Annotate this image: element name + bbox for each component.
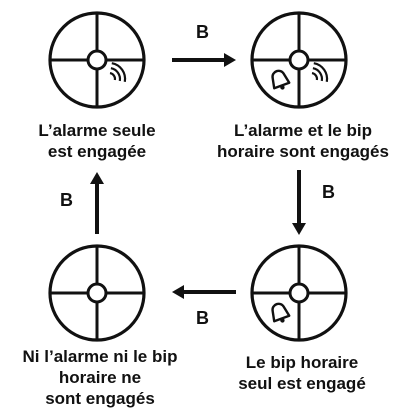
transition-arrow-head <box>90 172 104 184</box>
state-label-line: Ni l’alarme ni le bip <box>22 347 178 366</box>
bell-icon <box>271 69 291 90</box>
bell-icon <box>271 302 291 323</box>
state-label-bottom-left: Ni l’alarme ni le bip horaire ne sont en… <box>0 346 200 409</box>
state-label-line: seul est engagé <box>238 374 366 393</box>
transition-button-label: B <box>196 308 209 328</box>
state-label-line: horaire ne <box>58 368 142 387</box>
dial-center-hub <box>86 49 108 71</box>
transition-arrow-head <box>292 223 306 235</box>
alarm-icon <box>311 62 329 82</box>
state-label-line: L’alarme seule <box>38 121 156 140</box>
dial-center-hub <box>288 49 310 71</box>
alarm-wave <box>313 62 329 82</box>
state-label-line: est engagée <box>47 142 147 161</box>
bell-clapper <box>280 318 285 323</box>
bell-body <box>271 302 291 323</box>
alarm-wave <box>311 72 319 81</box>
state-label-top-right: L’alarme et le bip horaire sont engagés <box>203 120 403 162</box>
alarm-wave <box>110 67 122 82</box>
state-label-bottom-right: Le bip horaire seul est engagé <box>212 352 392 394</box>
state-label-line: L’alarme et le bip <box>234 121 372 140</box>
alarm-wave <box>111 62 127 82</box>
dial-center-hub <box>86 282 108 304</box>
state-label-line: horaire sont engagés <box>217 142 389 161</box>
alarm-icon <box>109 62 127 82</box>
transition-arrow-head <box>224 53 236 67</box>
transition-button-label: B <box>196 22 209 42</box>
state-label-line: sont engagés <box>45 389 155 408</box>
transition-arrow-head <box>172 285 184 299</box>
transition-button-label: B <box>322 182 335 202</box>
state-label-top-left: L’alarme seule est engagée <box>12 120 182 162</box>
alarm-wave <box>312 67 324 82</box>
bell-clapper <box>280 85 285 90</box>
dial-center-hub <box>288 282 310 304</box>
bell-body <box>271 69 291 90</box>
state-label-line: Le bip horaire <box>245 353 359 372</box>
alarm-wave <box>109 72 117 81</box>
transition-button-label: B <box>60 190 73 210</box>
